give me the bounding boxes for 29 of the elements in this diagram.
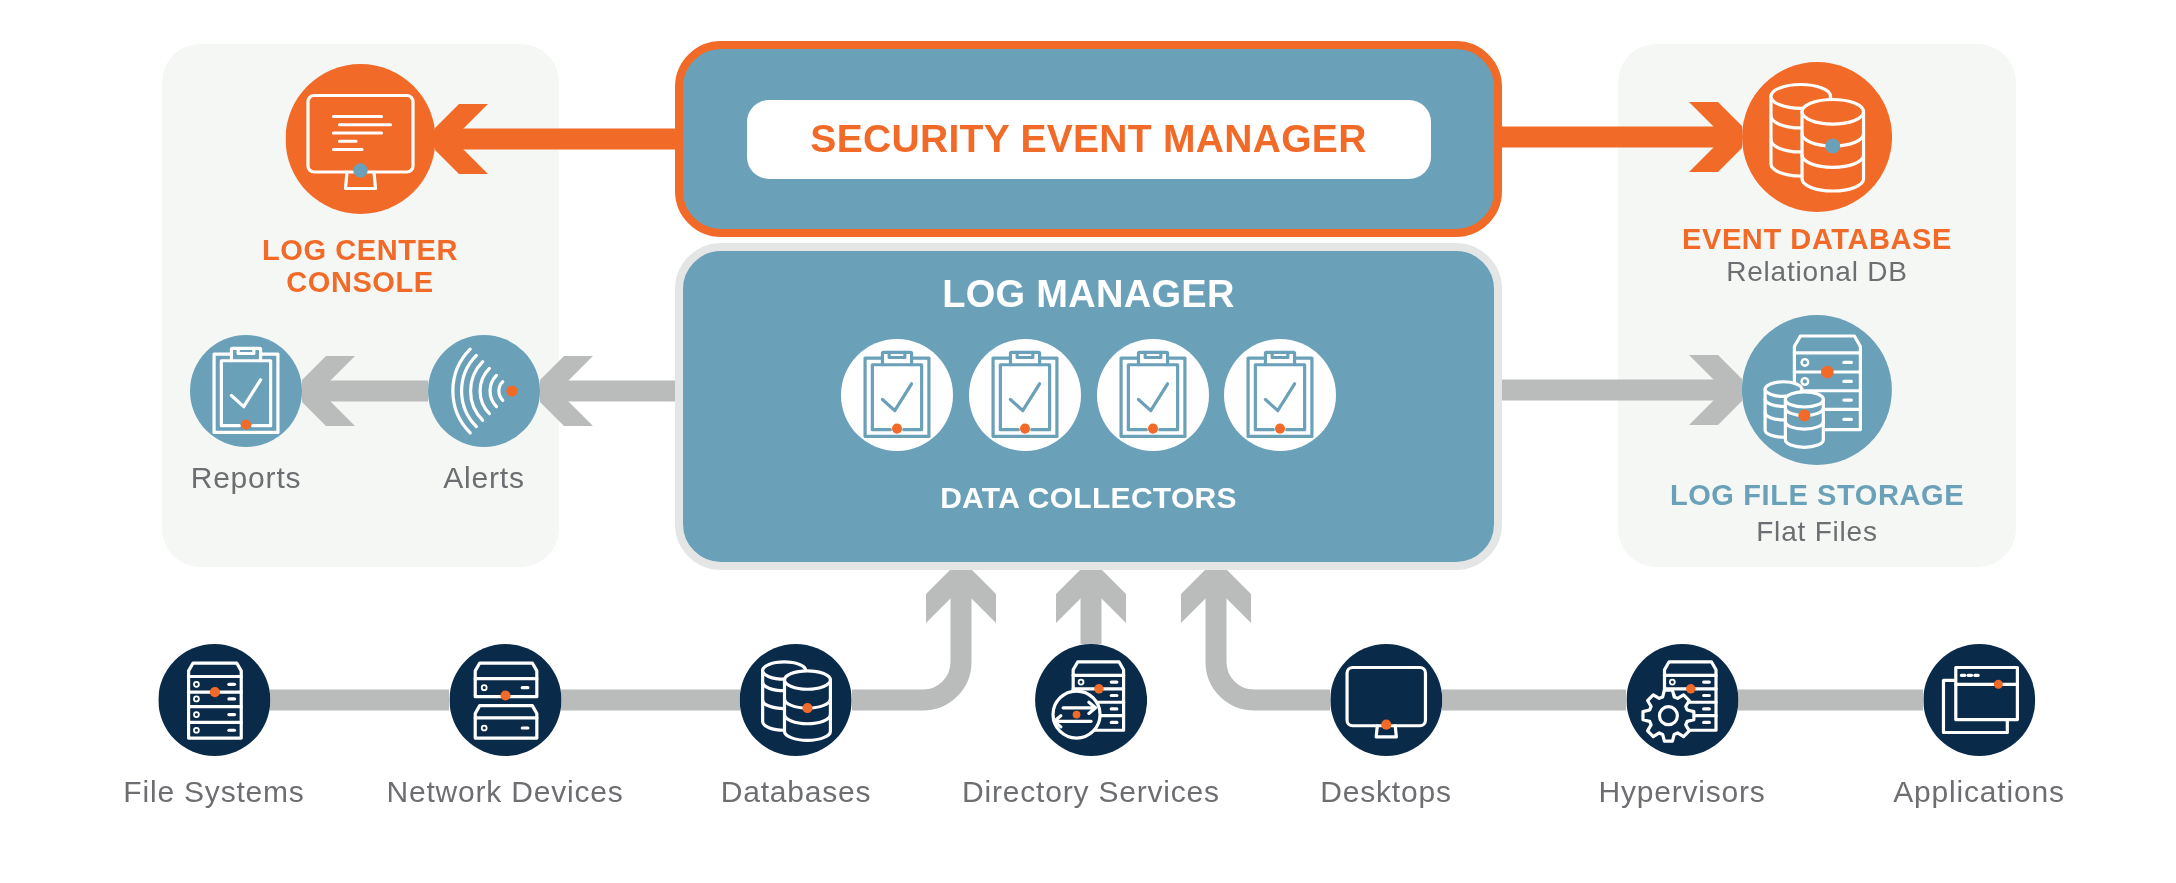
connector-line [1738, 689, 1923, 711]
box-heading: LOG MANAGER [942, 272, 1235, 316]
system-box [675, 41, 1502, 237]
clipboard-check-icon [969, 339, 1081, 451]
node-label: Directory Services [962, 775, 1220, 809]
node-label: Reports [190, 461, 302, 495]
node-subtitle: Relational DB [1726, 255, 1908, 289]
node-label: Applications [1893, 775, 2065, 809]
box-caption: DATA COLLECTORS [940, 481, 1237, 515]
connector-line [1442, 689, 1626, 711]
connector-line [270, 689, 449, 711]
title-banner: SECURITY EVENT MANAGER [746, 99, 1431, 179]
node-label: Desktops [1320, 775, 1452, 809]
clipboard-check-icon [1097, 339, 1209, 451]
node-title: LOG FILE STORAGE [1669, 479, 1965, 511]
group-panel [162, 44, 559, 567]
connector-line [561, 689, 740, 711]
node-label: Hypervisors [1598, 775, 1766, 809]
node-label: Databases [720, 775, 872, 809]
system-box [675, 243, 1502, 570]
node-title: EVENT DATABASE [1682, 223, 1952, 255]
node-title: LOG CENTER CONSOLE [260, 234, 460, 298]
node-label: Network Devices [386, 775, 624, 809]
node-label: Alerts [443, 461, 525, 495]
group-panel [1618, 44, 2016, 567]
node-label: File Systems [123, 775, 305, 809]
node-subtitle: Flat Files [1756, 515, 1878, 549]
clipboard-check-icon [841, 339, 953, 451]
clipboard-check-icon [1224, 339, 1336, 451]
